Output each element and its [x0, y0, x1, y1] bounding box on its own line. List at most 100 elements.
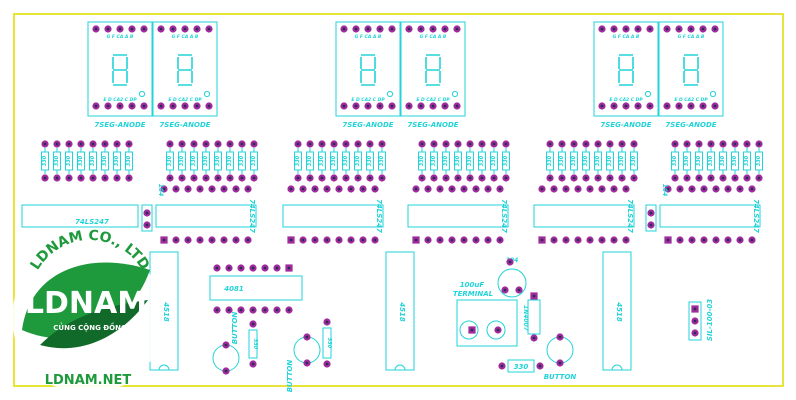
- resistor-body: [442, 151, 450, 171]
- ic-notch: [158, 364, 170, 371]
- resistor: 330: [594, 140, 602, 182]
- pad-hole: [204, 142, 208, 146]
- display-outline: [87, 21, 153, 117]
- resistor-body: [248, 329, 258, 359]
- pad-hole: [342, 104, 346, 108]
- resistor: 330: [113, 140, 121, 182]
- pad-hole: [600, 238, 604, 242]
- pad-hole: [145, 211, 149, 215]
- decoder-ic-5: 74LS247: [659, 185, 761, 244]
- pad-hole: [462, 238, 466, 242]
- pin-header: SIL-100-03: [688, 299, 714, 341]
- gate-ic-4081: 4081: [209, 264, 303, 314]
- resistor: 330: [695, 140, 703, 182]
- terminal-label: TERMINAL: [453, 290, 493, 298]
- cap-label: 104: [661, 184, 668, 197]
- pad-hole: [234, 238, 238, 242]
- pad-hole: [426, 238, 430, 242]
- pad-hole: [673, 176, 677, 180]
- pad-hole: [207, 27, 211, 31]
- cap-outline: [645, 204, 657, 232]
- cap-label: 104: [157, 184, 164, 197]
- power-section: 104100uFTERMINAL1N4007330: [453, 257, 544, 373]
- resistor-body: [125, 151, 133, 171]
- resistor: 330: [226, 140, 234, 182]
- pad-hole: [649, 211, 653, 215]
- resistor: 330: [306, 140, 314, 182]
- pad-hole: [540, 238, 544, 242]
- resistor-body: [707, 151, 715, 171]
- pad-hole: [419, 104, 423, 108]
- pad-hole: [576, 187, 580, 191]
- pad-hole: [127, 142, 131, 146]
- display-bottom-pins: E D CA2 C DP: [168, 97, 202, 103]
- ic-label: 74LS247: [752, 199, 760, 233]
- pad-hole: [142, 27, 146, 31]
- resistor: 330: [478, 140, 486, 182]
- resistor-body: [354, 151, 362, 171]
- display-outline: [658, 21, 724, 117]
- pad-hole: [342, 27, 346, 31]
- pad-hole: [504, 142, 508, 146]
- pad-hole: [67, 176, 71, 180]
- pad-hole: [407, 104, 411, 108]
- resistor-body: [77, 151, 85, 171]
- resistor: 330: [125, 140, 133, 182]
- pad-hole: [552, 187, 556, 191]
- pad-hole: [689, 27, 693, 31]
- resistor-label: 330: [319, 155, 325, 166]
- pad-hole: [106, 104, 110, 108]
- resistor-label: 330: [307, 155, 313, 166]
- pad-hole: [508, 260, 512, 264]
- display-top-pins: G F CA A B: [107, 34, 134, 40]
- resistor: 330: [330, 140, 338, 182]
- pad-hole: [162, 187, 166, 191]
- resistor-label: 330: [367, 155, 373, 166]
- pad-hole: [361, 187, 365, 191]
- pad-hole: [517, 288, 521, 292]
- pad-hole: [697, 142, 701, 146]
- pad-hole: [757, 176, 761, 180]
- resistor-label: 330: [355, 155, 361, 166]
- pad-hole: [636, 27, 640, 31]
- display-label: 7SEG-ANODE: [94, 121, 145, 129]
- pad-hole: [55, 176, 59, 180]
- pad-hole: [115, 142, 119, 146]
- pad-hole: [234, 187, 238, 191]
- resistor: 330: [318, 140, 326, 182]
- decimal-point: [709, 90, 717, 98]
- pad-hole: [224, 343, 228, 347]
- resistor-label: 330: [744, 155, 750, 166]
- pad-hole: [612, 238, 616, 242]
- pad-hole: [168, 142, 172, 146]
- pad-hole: [560, 176, 564, 180]
- pad-hole: [349, 238, 353, 242]
- pad-hole: [714, 238, 718, 242]
- pad-hole: [420, 176, 424, 180]
- resistor-label: 330: [126, 155, 132, 166]
- resistor-label: 330: [756, 155, 762, 166]
- ic-label: 4518: [162, 302, 170, 322]
- pad-hole: [171, 104, 175, 108]
- pad-hole: [693, 307, 697, 311]
- pad-hole: [210, 238, 214, 242]
- resistor-label: 330: [559, 155, 565, 166]
- resistor-body: [378, 151, 386, 171]
- pad-hole: [91, 176, 95, 180]
- resistor-label: 330: [607, 155, 613, 166]
- decoder-ic-1: 74LS247: [155, 185, 257, 244]
- pad-hole: [456, 142, 460, 146]
- pad-hole: [612, 104, 616, 108]
- pad-hole: [624, 104, 628, 108]
- pad-hole: [216, 176, 220, 180]
- pad-hole: [224, 369, 228, 373]
- pad-hole: [320, 142, 324, 146]
- pad-hole: [192, 176, 196, 180]
- resistor-label: 330: [503, 155, 509, 166]
- pad-hole: [222, 238, 226, 242]
- resistor: 330: [707, 140, 715, 182]
